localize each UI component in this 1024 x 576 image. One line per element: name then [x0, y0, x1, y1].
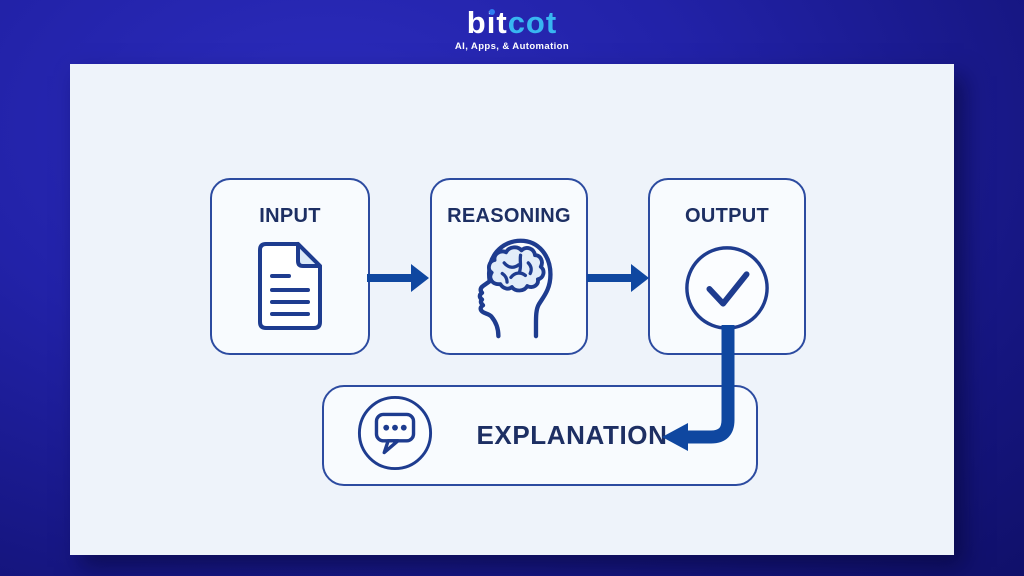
arrow-shaft: [587, 274, 631, 282]
node-explanation-label: EXPLANATION: [476, 420, 668, 450]
node-output: OUTPUT: [648, 178, 806, 355]
node-output-label: OUTPUT: [684, 205, 770, 227]
diagram-panel: INPUT REASONING: [70, 64, 954, 555]
brand-tagline: AI, Apps, & Automation: [454, 41, 570, 52]
arrow-shaft: [367, 274, 411, 282]
arrow-reasoning-to-output-icon: [587, 264, 649, 292]
brand-wordmark: bitcot: [0, 7, 1024, 38]
logo-letter-i: i: [486, 5, 497, 40]
node-reasoning-label: REASONING: [447, 205, 571, 227]
brain-head-icon: [460, 234, 558, 345]
node-input-label: INPUT: [259, 205, 321, 227]
arrow-head: [411, 264, 429, 292]
arrow-head: [631, 264, 649, 292]
logo-accent-part: cot: [507, 5, 558, 40]
document-icon: [252, 240, 328, 337]
brand-logo: bitcot AI, Apps, & Automation: [0, 7, 1024, 52]
node-input: INPUT: [210, 178, 370, 355]
logo-letter-b: b: [466, 5, 487, 40]
node-explanation: EXPLANATION: [322, 385, 758, 486]
logo-letter-t: t: [496, 5, 508, 40]
check-circle-icon: [682, 243, 772, 338]
chat-bubble-icon: [356, 394, 434, 477]
arrow-input-to-reasoning-icon: [367, 264, 429, 292]
node-reasoning: REASONING: [430, 178, 588, 355]
